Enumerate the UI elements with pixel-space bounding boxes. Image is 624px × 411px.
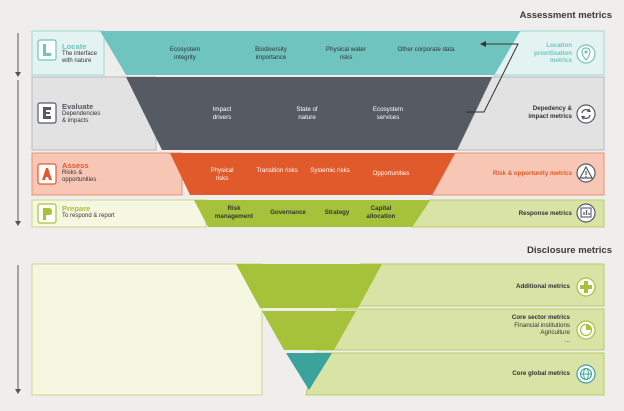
location-metric-line-1: Location: [546, 42, 572, 49]
dependency-metric-line-2: impact metrics: [528, 112, 572, 120]
locate-letter-icon: [37, 39, 57, 61]
evaluate-letter-icon: [37, 102, 57, 124]
assess-stage-label: Assess Risks & opportunities: [62, 161, 122, 184]
evaluate-desc-line-1: Dependencies: [62, 111, 101, 117]
locate-item-biodiversity-importance: Biodiversity importance: [255, 46, 287, 61]
disclosure-left-box: [31, 263, 263, 396]
locate-item-ecosystem-integrity: Ecosystem integrity: [169, 46, 201, 61]
assess-desc-line-1: Risks &: [62, 170, 83, 176]
connector-line: [466, 43, 519, 113]
evaluate-item-ecosystem-services: Ecosystem services: [372, 106, 404, 121]
location-metric-line-2: prioritisation: [534, 49, 572, 57]
globe-icon: [576, 364, 596, 384]
flow-arrow-mid-head: [15, 221, 21, 226]
dependency-impact-metrics-label: Depedency & impact metrics: [500, 105, 572, 120]
prepare-item-capital-allocation: Capital allocation: [366, 205, 396, 220]
prepare-item-governance: Governance: [270, 209, 306, 216]
evaluate-item-state-of-nature: State of nature: [296, 106, 318, 121]
assess-desc-line-2: opportunities: [62, 177, 97, 184]
recycle-arrows-icon: [576, 104, 596, 124]
core-sector-financial: Financial institutions: [514, 321, 570, 329]
assess-funnel-band: [170, 153, 455, 195]
evaluate-stage-label: Evaluate Dependencies & impacts: [62, 102, 122, 125]
evaluate-desc-line-2: & impacts: [62, 118, 89, 125]
prepare-item-strategy: Strategy: [324, 209, 350, 216]
prepare-row-left-box: [31, 199, 207, 228]
warning-triangle-icon: [576, 163, 596, 183]
assess-letter-icon: [37, 163, 57, 185]
pie-segment-icon: [576, 320, 596, 340]
locate-desc-line-1: The interface: [62, 51, 98, 57]
core-global-funnel-band: [286, 353, 332, 390]
assess-stage-name: Assess: [62, 161, 89, 170]
response-metrics-label: Response metrics: [518, 210, 572, 217]
assess-item-transition-risks: Transition risks: [256, 167, 298, 174]
locate-stage-label: Locate The interface with nature: [62, 42, 104, 65]
locate-funnel-band: [100, 31, 520, 75]
prepare-letter-icon: [37, 203, 57, 224]
flow-arrow-top-head: [15, 72, 21, 77]
assess-item-physical-risks: Physical risks: [210, 167, 234, 182]
assess-row-left-box: [31, 152, 183, 196]
core-sector-title: Core sector metrics: [511, 314, 570, 321]
evaluate-stage-name: Evaluate: [62, 102, 94, 111]
dependency-metric-line-1: Depedency &: [532, 105, 572, 112]
prepare-desc-line-1: To respond & report: [62, 213, 115, 219]
assess-item-opportunities: Opportunities: [372, 170, 410, 177]
evaluate-item-impact-drivers: Impact drivers: [212, 106, 232, 121]
plus-icon: [576, 277, 596, 297]
disclosure-metrics-title: Disclosure metrics: [526, 245, 612, 256]
risk-opportunity-metrics-label: Risk & opportunity metrics: [492, 170, 572, 177]
flow-arrow-bottom-head: [15, 389, 21, 394]
chart-board-icon: [576, 203, 596, 223]
location-prioritisation-metrics-label: Location prioritisation metrics: [520, 42, 572, 65]
core-sector-agriculture: Agriculture: [540, 329, 570, 336]
prepare-stage-name: Prepare: [62, 204, 91, 213]
core-global-metrics-label: Core global metrics: [512, 370, 570, 377]
location-pin-icon: [576, 44, 596, 64]
connector-arrowhead: [480, 41, 486, 47]
assessment-metrics-title: Assessment metrics: [519, 10, 612, 21]
additional-funnel-band: [236, 264, 382, 308]
locate-item-other-corporate-data: Other corporate data: [397, 46, 455, 53]
locate-item-physical-water-risks: Physical water risks: [326, 46, 366, 61]
prepare-item-risk-management: Risk management: [214, 205, 254, 220]
locate-stage-name: Locate: [62, 42, 87, 51]
evaluate-funnel-band: [126, 77, 492, 150]
core-sector-funnel-band: [262, 311, 356, 350]
assess-item-systemic-risks: Systemic risks: [310, 167, 350, 174]
locate-desc-line-2: with nature: [62, 58, 92, 65]
prepare-stage-label: Prepare To respond & report: [62, 204, 142, 220]
prepare-funnel-band: [194, 200, 430, 227]
location-metric-line-3: metrics: [549, 57, 572, 64]
core-sector-more: ...: [564, 336, 570, 344]
additional-metrics-label: Additional metrics: [516, 283, 570, 290]
core-sector-metrics-label: Core sector metrics Financial institutio…: [470, 314, 570, 344]
